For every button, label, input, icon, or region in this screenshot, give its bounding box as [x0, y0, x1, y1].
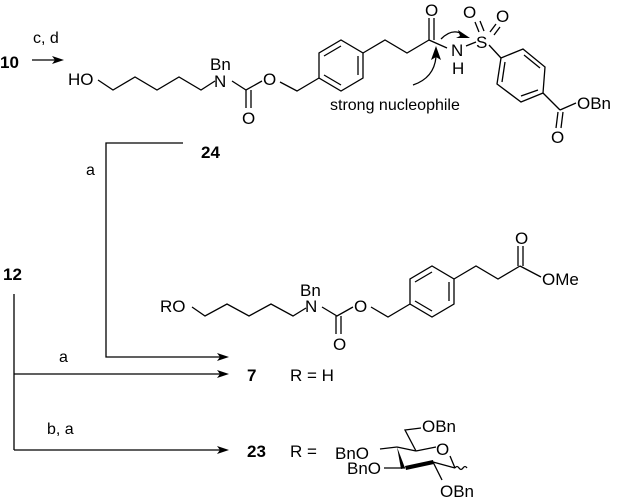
atom-O-ester-carbonyl: O: [551, 128, 564, 147]
atom-N: N: [214, 72, 226, 91]
wavy-bond-anomeric: [454, 465, 468, 471]
r-definition-23: R =: [290, 442, 317, 461]
atom-O-sulfonyl-1: O: [463, 3, 476, 22]
nucleophile-arrow: [412, 46, 441, 86]
atom-Bn-core: Bn: [300, 281, 321, 300]
conditions-a: a: [59, 349, 68, 366]
glucose-substituent: OBn O BnO BnO OBn: [335, 417, 474, 501]
atom-O-carbonyl: O: [242, 109, 255, 128]
atom-O-amide: O: [425, 1, 438, 20]
top-product-structure: HO Bn N O O O N H S O O: [68, 1, 611, 147]
atom-OMe: OMe: [542, 270, 579, 289]
atom-OBn-2: OBn: [440, 482, 474, 501]
compound-label-7: 7: [247, 366, 256, 385]
reaction-arrow-10: [32, 56, 64, 64]
compound-label-23: 23: [247, 442, 266, 461]
atom-BnO-3: BnO: [347, 459, 381, 478]
atom-O-sulfonyl-2: O: [496, 7, 509, 26]
compound-label-12: 12: [3, 265, 22, 284]
compound-label-10: 10: [0, 53, 19, 72]
conditions-c-d: c, d: [33, 30, 59, 47]
atom-BnO-4: BnO: [335, 444, 369, 463]
atom-S: S: [476, 33, 487, 52]
core-structure: RO Bn N O O O OMe: [160, 229, 579, 354]
compound-label-24: 24: [201, 143, 220, 162]
r-definition-7: R = H: [290, 366, 334, 385]
atom-O-ester-core: O: [515, 229, 528, 248]
atom-H: H: [452, 59, 464, 78]
atom-O-ring: O: [436, 440, 449, 459]
atom-N-sulfonamide: N: [451, 41, 463, 60]
atom-OBn-6: OBn: [422, 417, 456, 436]
atom-OBn-ester: OBn: [577, 94, 611, 113]
atom-O-carbonyl-core: O: [333, 335, 346, 354]
annotation-strong-nucleophile: strong nucleophile: [330, 97, 460, 114]
atom-O-carbamate-core: O: [354, 297, 367, 316]
atom-RO: RO: [160, 297, 186, 316]
conditions-a-from-24: a: [86, 162, 95, 179]
atom-N-core: N: [305, 297, 317, 316]
branch-lines-12: [13, 294, 229, 454]
branch-arrow-24-to-7: [105, 142, 229, 361]
atom-Bn: Bn: [210, 55, 231, 74]
conditions-b-a: b, a: [47, 421, 74, 438]
atom-HO: HO: [68, 70, 94, 89]
electron-push-arrow-ns: [440, 30, 470, 40]
atom-O-carbamate: O: [263, 70, 276, 89]
